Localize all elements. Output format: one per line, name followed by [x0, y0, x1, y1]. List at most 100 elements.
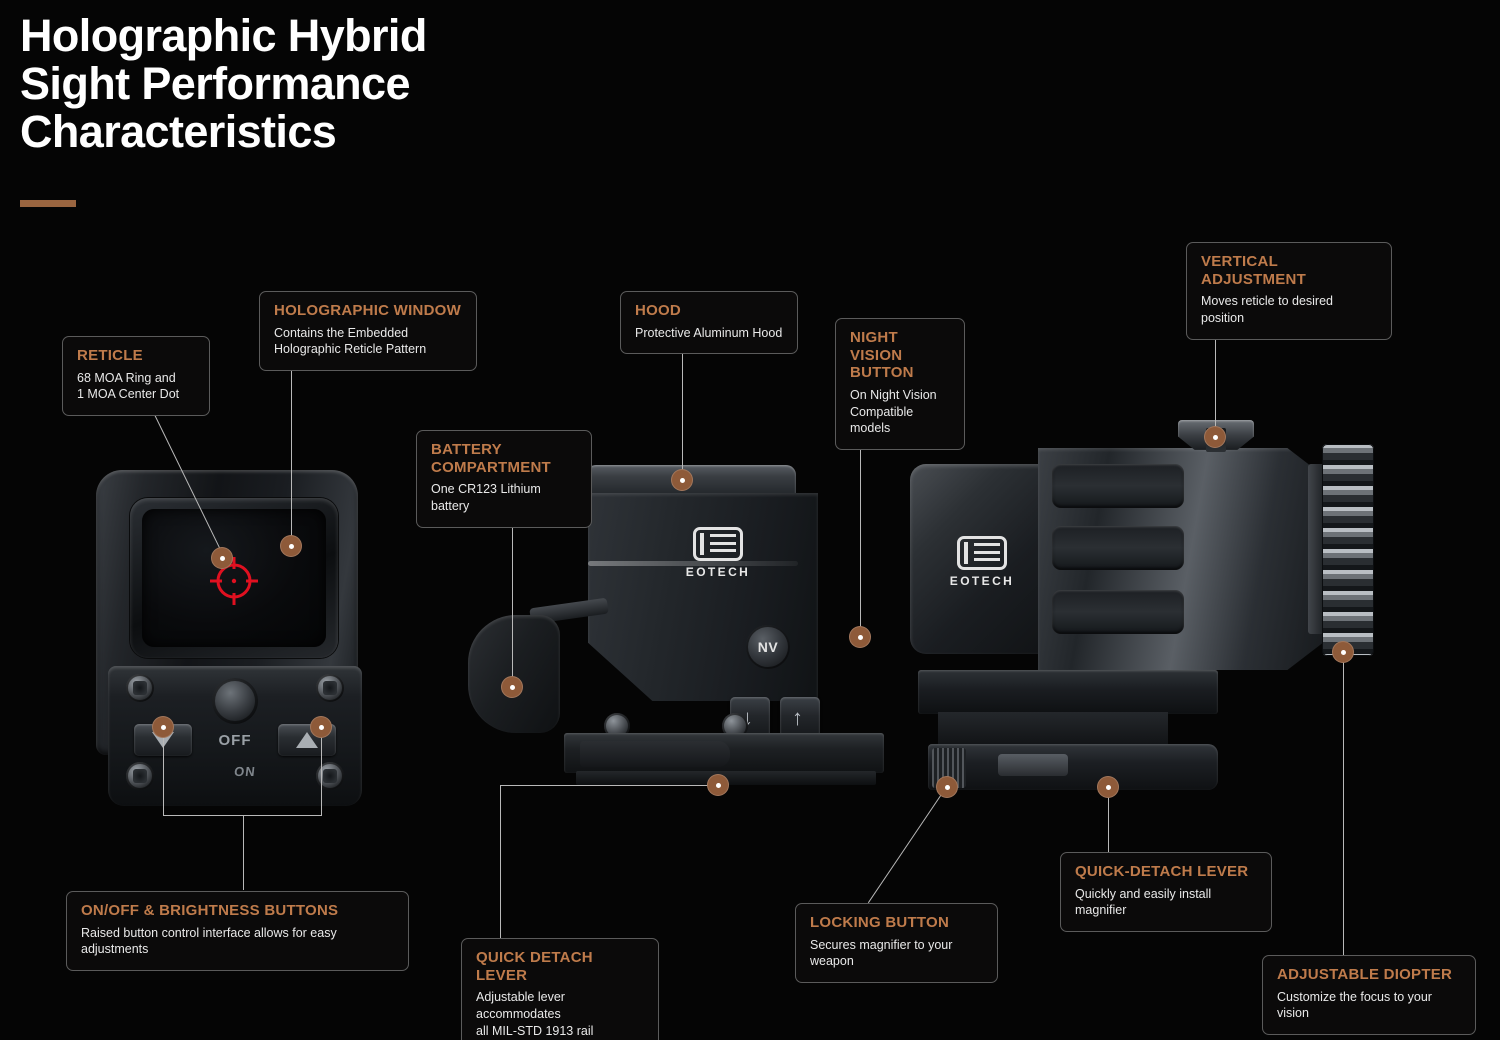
magnifier-mount-stem: [938, 712, 1168, 748]
magnifier-mount-top: [918, 670, 1218, 714]
connector-vertical-adjustment: [1215, 305, 1216, 437]
body-highlight: [588, 561, 798, 566]
magnifier-qd-base: [928, 744, 1218, 790]
battery-compartment-cap[interactable]: [468, 615, 560, 733]
callout-quick-detach-lever-magnifier[interactable]: QUICK-DETACH LEVER Quickly and easily in…: [1060, 852, 1272, 932]
connector-onoff-stem: [243, 815, 244, 890]
hotspot-brightness-up[interactable]: [310, 716, 332, 738]
brightness-up-button-side[interactable]: ↑: [780, 697, 820, 739]
hotspot-battery-compartment[interactable]: [501, 676, 523, 698]
callout-quick-detach-lever-sight[interactable]: QUICK DETACH LEVER Adjustable lever acco…: [461, 938, 659, 1040]
callout-title: QUICK DETACH LEVER: [476, 949, 593, 984]
connector-hood: [682, 337, 683, 480]
arrow-up-icon: ↑: [792, 705, 803, 730]
eotech-mark-icon: [957, 536, 1007, 570]
page-title: Holographic Hybrid Sight Performance Cha…: [20, 10, 427, 158]
connector-onoff-left: [163, 727, 164, 815]
hotspot-hood[interactable]: [671, 469, 693, 491]
accent-underline-bar: [20, 200, 76, 207]
nv-label: NV: [757, 639, 779, 655]
sight-body-side: [588, 493, 818, 701]
callout-body: Customize the focus to your vision: [1277, 989, 1432, 1021]
callout-body: On Night Vision Compatible models: [850, 388, 937, 436]
screw-bottom-right-icon: [316, 762, 344, 790]
callout-title: VERTICAL ADJUSTMENT: [1201, 253, 1307, 288]
callout-body: Raised button control interface allows f…: [81, 925, 337, 957]
sight-window-bezel: [130, 498, 338, 658]
callout-title: LOCKING BUTTON: [810, 914, 950, 931]
product-magnifier: EOTECH: [910, 420, 1380, 820]
magnifier-panel-bottom: [1052, 590, 1184, 634]
callout-locking-button[interactable]: LOCKING BUTTON Secures magnifier to your…: [795, 903, 998, 983]
callout-holographic-window[interactable]: HOLOGRAPHIC WINDOW Contains the Embedded…: [259, 291, 477, 371]
screw-bottom-left-icon: [126, 762, 154, 790]
hotspot-vertical-adjustment[interactable]: [1204, 426, 1226, 448]
callout-body: Contains the Embedded Holographic Reticl…: [274, 325, 427, 357]
connector-qd-sight-h: [500, 785, 718, 786]
title-block: Holographic Hybrid Sight Performance Cha…: [20, 10, 620, 158]
connector-holographic-window: [291, 366, 292, 546]
magnifier-panel-top: [1052, 464, 1184, 508]
on-label: ON: [233, 764, 257, 779]
connector-battery-compartment: [512, 506, 513, 687]
reticle-graphic: [210, 556, 258, 605]
callout-night-vision-button[interactable]: NIGHT VISION BUTTON On Night Vision Comp…: [835, 318, 965, 450]
connector-night-vision: [860, 410, 861, 637]
holographic-window: [142, 509, 326, 647]
night-vision-button[interactable]: NV: [746, 625, 790, 669]
callout-adjustable-diopter[interactable]: ADJUSTABLE DIOPTER Customize the focus t…: [1262, 955, 1476, 1035]
sight-hood-front: OFF ON: [96, 470, 362, 806]
callout-title: NIGHT VISION BUTTON: [850, 329, 914, 382]
screw-top-right-icon: [316, 674, 344, 702]
eotech-logo-magnifier: EOTECH: [944, 536, 1020, 588]
callout-title: ON/OFF & BRIGHTNESS BUTTONS: [81, 902, 339, 919]
product-front-sight: OFF ON: [88, 470, 368, 810]
hotspot-holographic-window[interactable]: [280, 535, 302, 557]
callout-body: 68 MOA Ring and 1 MOA Center Dot: [77, 370, 180, 402]
hotspot-brightness-down[interactable]: [152, 716, 174, 738]
eotech-mark-icon: [693, 527, 743, 561]
magnifier-panel-middle: [1052, 526, 1184, 570]
sight-control-panel: OFF ON: [108, 666, 362, 806]
callout-body: Protective Aluminum Hood: [635, 325, 783, 340]
callout-on-off-brightness-buttons[interactable]: ON/OFF & BRIGHTNESS BUTTONS Raised butto…: [66, 891, 409, 971]
off-label: OFF: [218, 732, 252, 749]
connector-onoff-right: [321, 727, 322, 815]
callout-body: Moves reticle to desired position: [1201, 294, 1334, 325]
callout-title: BATTERY COMPARTMENT: [431, 441, 551, 476]
hotspot-locking-button[interactable]: [936, 776, 958, 798]
product-side-sight: EOTECH NV ↓ ↑: [468, 465, 898, 805]
callout-body: Secures magnifier to your weapon: [810, 937, 953, 969]
hotspot-reticle[interactable]: [211, 547, 233, 569]
callout-vertical-adjustment[interactable]: VERTICAL ADJUSTMENT Moves reticle to des…: [1186, 242, 1392, 340]
connector-onoff-bar: [163, 815, 322, 816]
hotspot-adjustable-diopter[interactable]: [1332, 641, 1354, 663]
callout-title: RETICLE: [77, 347, 143, 364]
hotspot-quick-detach-magnifier[interactable]: [1097, 776, 1119, 798]
callout-battery-compartment[interactable]: BATTERY COMPARTMENT One CR123 Lithium ba…: [416, 430, 592, 528]
screw-top-left-icon: [126, 674, 154, 702]
callout-title: ADJUSTABLE DIOPTER: [1277, 966, 1453, 983]
eotech-wordmark: EOTECH: [949, 574, 1015, 588]
callout-hood[interactable]: HOOD Protective Aluminum Hood: [620, 291, 798, 355]
connector-diopter: [1343, 652, 1344, 955]
arrow-down-icon: ↓: [742, 705, 753, 730]
callout-body: One CR123 Lithium battery: [431, 482, 541, 513]
battery-dial[interactable]: [212, 678, 258, 724]
quick-detach-lever-magnifier[interactable]: [998, 754, 1068, 776]
connector-qd-magnifier: [1108, 787, 1109, 852]
diopter-collar: [1308, 464, 1326, 634]
quick-detach-lever-sight[interactable]: [580, 741, 730, 767]
eotech-wordmark: EOTECH: [685, 565, 751, 579]
hotspot-quick-detach-sight[interactable]: [707, 774, 729, 796]
connector-qd-sight-v: [500, 785, 501, 938]
arrow-up-icon: [296, 732, 318, 748]
callout-title: HOLOGRAPHIC WINDOW: [274, 302, 461, 319]
eotech-logo-side: EOTECH: [680, 527, 756, 579]
hotspot-night-vision[interactable]: [849, 626, 871, 648]
callout-title: QUICK-DETACH LEVER: [1075, 863, 1249, 880]
callout-title: HOOD: [635, 302, 681, 319]
adjustable-diopter-ring[interactable]: [1322, 444, 1374, 656]
callout-reticle[interactable]: RETICLE 68 MOA Ring and 1 MOA Center Dot: [62, 336, 210, 416]
